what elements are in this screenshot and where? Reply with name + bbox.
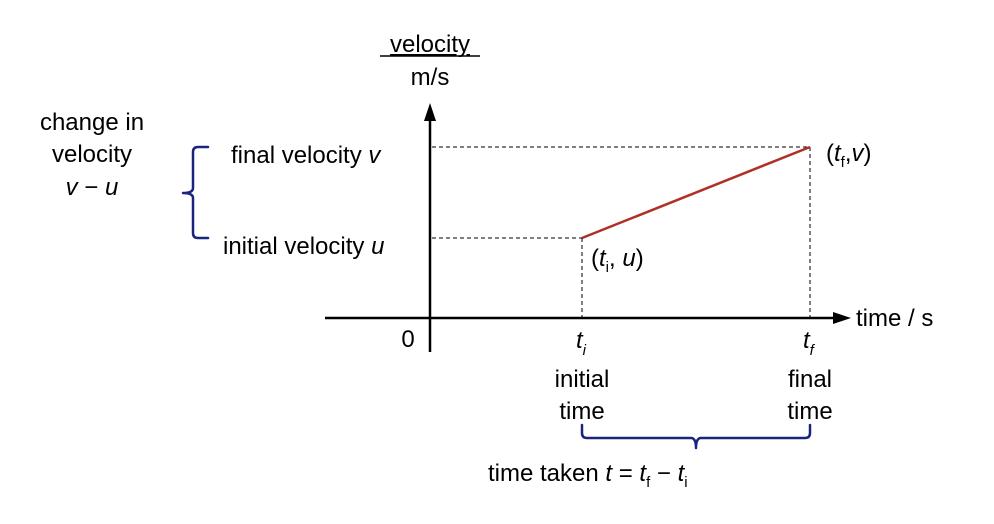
velocity-line xyxy=(581,145,811,240)
initial-time-line1: initial xyxy=(555,366,610,393)
final-point-label: (tf,v) xyxy=(826,140,872,171)
y-axis-title: velocity xyxy=(390,31,470,58)
x-axis-label: time / s xyxy=(856,305,933,332)
initial-velocity-label: initial velocity u xyxy=(223,233,384,260)
origin-label: 0 xyxy=(401,326,414,353)
y-axis-arrow xyxy=(424,103,436,121)
final-time-line2: time xyxy=(787,398,832,425)
tick-label-ti: ti xyxy=(576,327,587,359)
time-taken-label: time taken t = tf − ti xyxy=(488,460,688,491)
final-velocity-label: final velocity v xyxy=(231,142,382,169)
change-in-velocity-line1: change in xyxy=(40,109,144,136)
final-time-line1: final xyxy=(788,366,832,393)
initial-time-line2: time xyxy=(559,398,604,425)
y-axis-unit: m/s xyxy=(411,64,450,91)
change-in-velocity-line2: velocity xyxy=(52,141,132,168)
tick-label-tf: tf xyxy=(803,327,816,359)
x-axis-arrow xyxy=(833,312,851,324)
change-in-velocity-expression: v − u xyxy=(66,174,119,201)
time-taken-brace xyxy=(580,423,812,450)
initial-point-label: (ti, u) xyxy=(591,245,644,276)
velocity-change-brace xyxy=(181,145,210,240)
